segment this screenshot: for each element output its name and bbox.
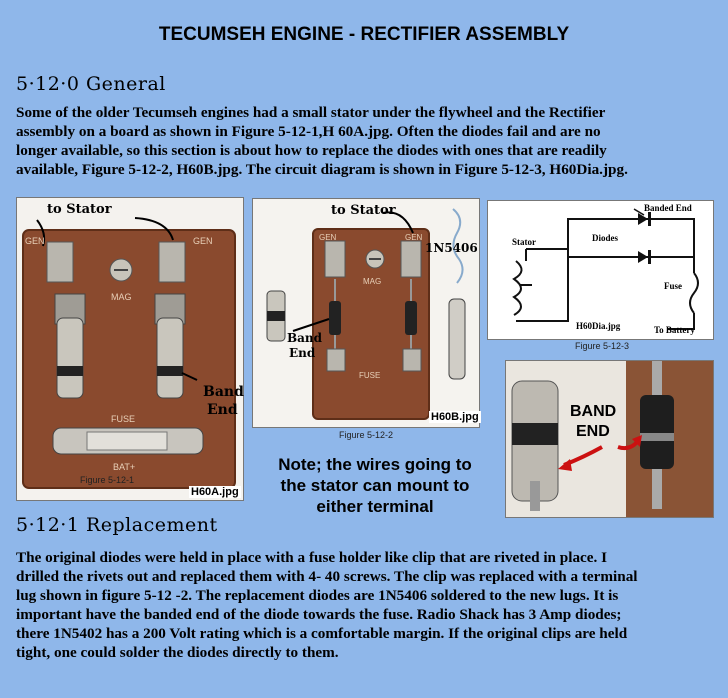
fig3-label-diodes: Diodes xyxy=(592,233,619,243)
fig1-label-stator: to Stator xyxy=(47,202,112,217)
note-line: Note; the wires going to xyxy=(278,455,472,474)
general-line: Some of the older Tecumseh engines had a… xyxy=(16,104,606,121)
replacement-line: The original diodes were held in place w… xyxy=(16,549,608,566)
figure-band-end-closeup: BAND END xyxy=(505,360,714,518)
fig2-label-band: Band xyxy=(287,331,323,345)
fig3-label-stator: Stator xyxy=(512,237,536,247)
fig2-caption: Figure 5-12-2 xyxy=(338,430,394,440)
replacement-line: there 1N5402 has a 200 Volt rating which… xyxy=(16,625,628,642)
fig1-board-text-bat: BAT+ xyxy=(113,462,136,472)
fig1-board-text-gen-left: GEN xyxy=(25,236,45,246)
fig2-board-text-mag: MAG xyxy=(363,277,382,286)
fig1-board-text-gen-right: GEN xyxy=(193,236,213,246)
fig1-board-text-mag: MAG xyxy=(111,292,132,302)
page-title: TECUMSEH ENGINE - RECTIFIER ASSEMBLY xyxy=(158,24,570,45)
fig1-filename: H60A.jpg xyxy=(189,486,241,498)
fig1-board-text-fuse: FUSE xyxy=(111,414,136,424)
fig4-label-end: END xyxy=(576,423,610,440)
fig3-caption: Figure 5-12-3 xyxy=(574,341,630,351)
fig1-caption: Figure 5-12-1 xyxy=(79,475,135,485)
figure-5-12-2: to Stator GEN GEN MAG FUSE 1N5406 Band E… xyxy=(252,198,481,428)
replacement-line: important have the banded end of the dio… xyxy=(16,606,622,623)
fig2-label-part: 1N5406 xyxy=(425,241,478,255)
note-line: the stator can mount to xyxy=(280,476,470,495)
fig3-label-banded: Banded End xyxy=(644,203,692,213)
fig2-board-text-fuse: FUSE xyxy=(359,371,381,380)
fig2-label-end: End xyxy=(289,346,316,360)
fig3-filename: H60Dia.jpg xyxy=(576,321,621,331)
fig1-label-band: Band xyxy=(203,384,244,400)
figure-5-12-1-photo xyxy=(17,198,243,500)
figure-5-12-3: Banded End Diodes Stator Fuse To Battery… xyxy=(487,200,714,340)
band-end-photo xyxy=(506,361,713,517)
section-heading-replacement: 5·12·1 Replacement xyxy=(16,514,218,536)
replacement-paragraph: The original diodes were held in place w… xyxy=(16,548,721,662)
note-line: either terminal xyxy=(316,497,434,516)
fig2-label-stator: to Stator xyxy=(331,203,396,218)
general-line: available, Figure 5-12-2, H60B.jpg. The … xyxy=(16,161,628,178)
figure-5-12-2-photo xyxy=(253,199,479,427)
fig1-label-end: End xyxy=(207,402,238,418)
replacement-line: lug shown in figure 5-12 -2. The replace… xyxy=(16,587,619,604)
fig2-filename: H60B.jpg xyxy=(429,411,481,423)
fig4-label-band: BAND xyxy=(570,403,617,420)
wiring-note: Note; the wires going to the stator can … xyxy=(254,454,496,517)
figure-5-12-1: to Stator GEN GEN MAG FUSE BAT+ Band End… xyxy=(16,197,244,501)
general-line: longer available, so this section is abo… xyxy=(16,142,607,159)
section-heading-general: 5·12·0 General xyxy=(16,73,166,95)
general-line: assembly on a board as shown in Figure 5… xyxy=(16,123,601,140)
circuit-diagram xyxy=(488,201,713,339)
fig3-label-battery: To Battery xyxy=(654,325,695,335)
fig3-label-fuse: Fuse xyxy=(664,281,682,291)
fig2-board-text-gen-right: GEN xyxy=(405,233,423,242)
general-paragraph: Some of the older Tecumseh engines had a… xyxy=(16,103,721,179)
replacement-line: drilled the rivets out and replaced them… xyxy=(16,568,638,585)
fig2-board-text-gen-left: GEN xyxy=(319,233,337,242)
replacement-line: tight, one could solder the diodes direc… xyxy=(16,644,339,661)
